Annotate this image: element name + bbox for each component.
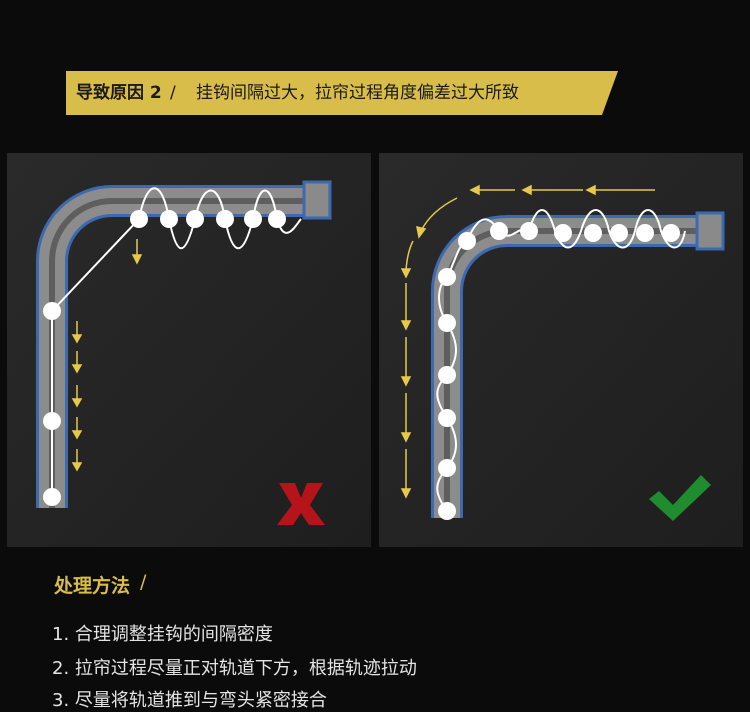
header-banner: 导致原因 2 / 挂钩间隔过大，拉帘过程角度偏差过大所致	[66, 71, 618, 115]
pull-direction-arrows	[400, 184, 655, 499]
banner-background	[66, 71, 618, 115]
cross-icon	[277, 483, 325, 525]
curtain-line	[51, 187, 302, 493]
method-step: 3. 尽量将轨道推到与弯头紧密接合	[52, 690, 327, 711]
diagram-panel-right	[379, 153, 743, 547]
hook-dots	[438, 222, 680, 520]
curtain-track	[36, 180, 332, 508]
pull-direction-arrows	[71, 239, 143, 472]
banner-cause-text: 挂钩间隔过大，拉帘过程角度偏差过大所致	[196, 83, 519, 103]
hook-dots	[43, 210, 286, 506]
checkmark-icon	[649, 475, 711, 521]
method-title: 处理方法	[54, 575, 131, 597]
method-step: 2. 拉帘过程尽量正对轨道下方，根据轨迹拉动	[52, 658, 417, 679]
banner-separator: /	[170, 83, 176, 103]
diagram-panel-wrong	[7, 153, 371, 547]
method-title-separator: /	[140, 571, 147, 593]
banner-title: 导致原因 2	[76, 83, 162, 103]
method-step: 1. 合理调整挂钩的间隔密度	[52, 624, 273, 645]
